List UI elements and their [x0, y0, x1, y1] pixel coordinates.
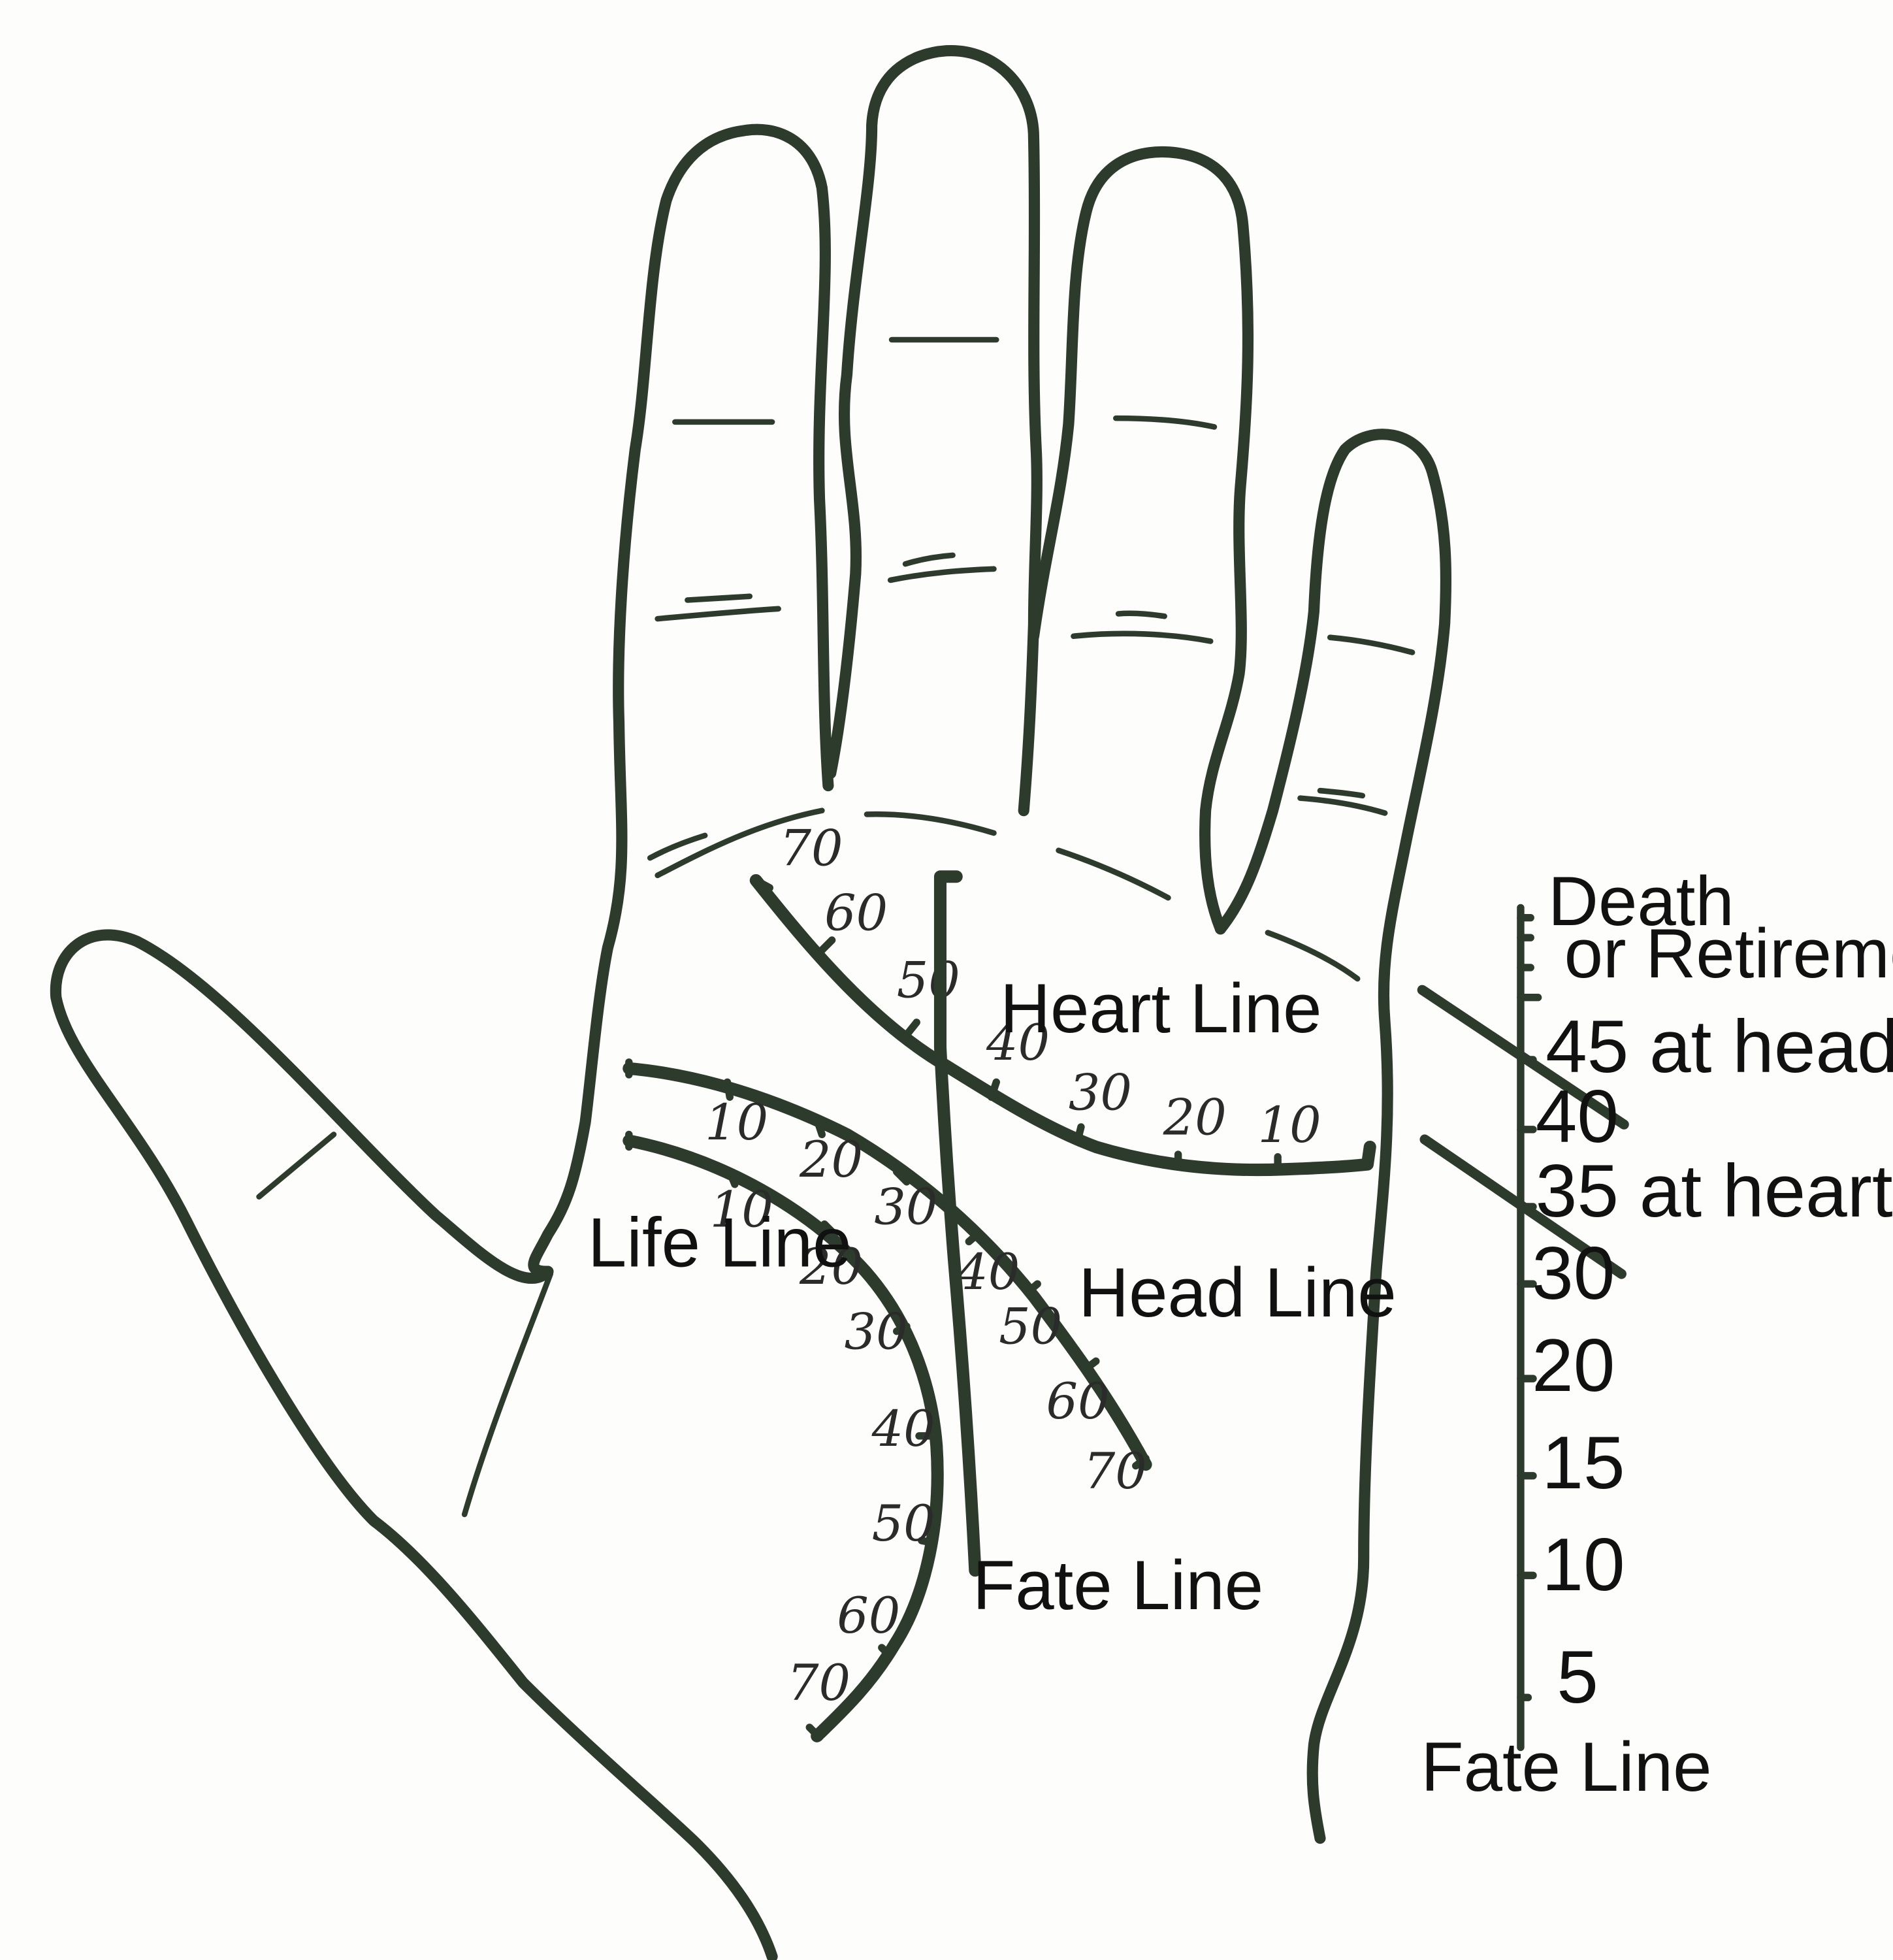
head-line-tick — [965, 1230, 982, 1246]
pinky-crease-lower — [1297, 795, 1388, 816]
fate-line-group — [933, 870, 982, 1577]
thumb-base-crease — [461, 1271, 553, 1518]
ring-crease-upper — [1113, 415, 1218, 430]
fate-line — [933, 870, 982, 1577]
middle-crease-lower — [902, 552, 956, 567]
life-line-tick — [820, 1220, 839, 1238]
death-label: Death — [1548, 862, 1734, 940]
heart-line-tick — [903, 1019, 920, 1039]
head-line-tick — [893, 1168, 911, 1186]
ring-crease-lower — [1071, 630, 1214, 644]
heart-line — [749, 874, 1376, 1177]
head-line-tick — [1025, 1280, 1041, 1296]
life-line-age: 60 — [837, 1586, 900, 1644]
scale-mark-20: 20 — [1532, 1324, 1615, 1407]
index-finger-outline — [528, 123, 834, 1277]
head-line-age: 70 — [1084, 1442, 1147, 1500]
thumb-joint-crease — [256, 1132, 337, 1200]
head-line-tick — [723, 1078, 734, 1101]
head-line-tick — [1132, 1454, 1150, 1470]
fate-scale-label: Fate Line — [1421, 1727, 1711, 1806]
palm-crease — [864, 811, 997, 836]
scale-mark-5: 5 — [1557, 1635, 1598, 1719]
heart-line-tick — [818, 936, 836, 954]
head-line-tick — [1082, 1357, 1100, 1373]
heart-line-tick — [752, 876, 773, 892]
heart-line-age: 50 — [897, 951, 960, 1009]
head-line-age: 10 — [705, 1093, 768, 1151]
life-line-tick — [878, 1644, 894, 1659]
life-line-tick — [918, 1537, 938, 1547]
head-line-age: 40 — [956, 1243, 1020, 1301]
index-crease-lower — [655, 606, 781, 622]
heart-line-tick — [987, 1078, 1000, 1101]
middle-finger-outline — [825, 45, 1043, 817]
ring-finger-outline — [1027, 146, 1254, 935]
fate-age-scale: Death or Retirement 45 at head line 40 3… — [1417, 862, 1893, 1806]
head-line-label: Head Line — [1078, 1253, 1397, 1331]
life-line-tick — [805, 1723, 824, 1741]
life-line-age: 20 — [799, 1237, 863, 1296]
heart-line-tick — [1075, 1123, 1085, 1141]
life-line-group: 10 20 30 40 50 60 70 — [623, 1130, 944, 1742]
heart-line-age: 10 — [1258, 1096, 1321, 1154]
life-line-age: 50 — [872, 1494, 935, 1552]
fate-line-label: Fate Line — [973, 1546, 1263, 1624]
line-labels: Heart Line Head Line Life Line Fate Line — [588, 969, 1397, 1624]
hand-outline — [50, 45, 1452, 1960]
head-line-tick — [813, 1115, 826, 1139]
thumb-outline — [50, 929, 778, 1960]
life-line-tick — [893, 1322, 911, 1335]
life-line-age: 30 — [845, 1302, 908, 1360]
life-line-age: 10 — [710, 1181, 773, 1239]
scale-mark-15: 15 — [1542, 1421, 1625, 1505]
pinky-finger-outline — [1214, 429, 1452, 1844]
heart-line-age: 40 — [986, 1013, 1050, 1071]
palm-crease — [647, 832, 708, 861]
finger-creases — [655, 336, 1416, 816]
ring-crease-lower — [1115, 610, 1167, 619]
scale-mark-40: 40 — [1536, 1075, 1619, 1158]
heart-line-group: 70 60 50 40 30 20 10 — [749, 819, 1376, 1177]
palm-crease — [1265, 930, 1361, 982]
life-line-age: 40 — [871, 1399, 935, 1458]
heart-line-age: 60 — [824, 884, 888, 942]
palm-crease — [1056, 847, 1171, 901]
head-line-age: 60 — [1046, 1372, 1110, 1430]
life-line — [623, 1134, 944, 1742]
pinky-crease-upper — [1327, 634, 1416, 655]
index-crease-lower — [685, 593, 753, 603]
scale-mark-30: 30 — [1532, 1232, 1615, 1315]
retirement-label: or Retirement — [1564, 914, 1893, 992]
heart-line-age: 20 — [1163, 1088, 1227, 1146]
middle-crease-lower — [887, 566, 997, 583]
life-line-label: Life Line — [588, 1203, 852, 1282]
head-line-age: 30 — [874, 1178, 937, 1236]
head-line-age: 50 — [999, 1298, 1062, 1356]
life-line-age: 70 — [787, 1654, 850, 1712]
life-line-tick — [726, 1168, 739, 1188]
head-line-age: 20 — [799, 1130, 863, 1188]
scale-mark-45: 45 at head line — [1545, 1005, 1893, 1088]
heart-line-age: 30 — [1069, 1063, 1132, 1121]
scale-mark-10: 10 — [1542, 1523, 1625, 1607]
palm-crease — [655, 808, 825, 879]
heart-line-label: Heart Line — [1000, 969, 1322, 1047]
palm-creases — [647, 808, 1361, 982]
scale-mark-35: 35 at heart line — [1536, 1149, 1893, 1233]
pinky-crease-lower — [1317, 787, 1366, 799]
heart-line-age: 70 — [780, 819, 843, 877]
